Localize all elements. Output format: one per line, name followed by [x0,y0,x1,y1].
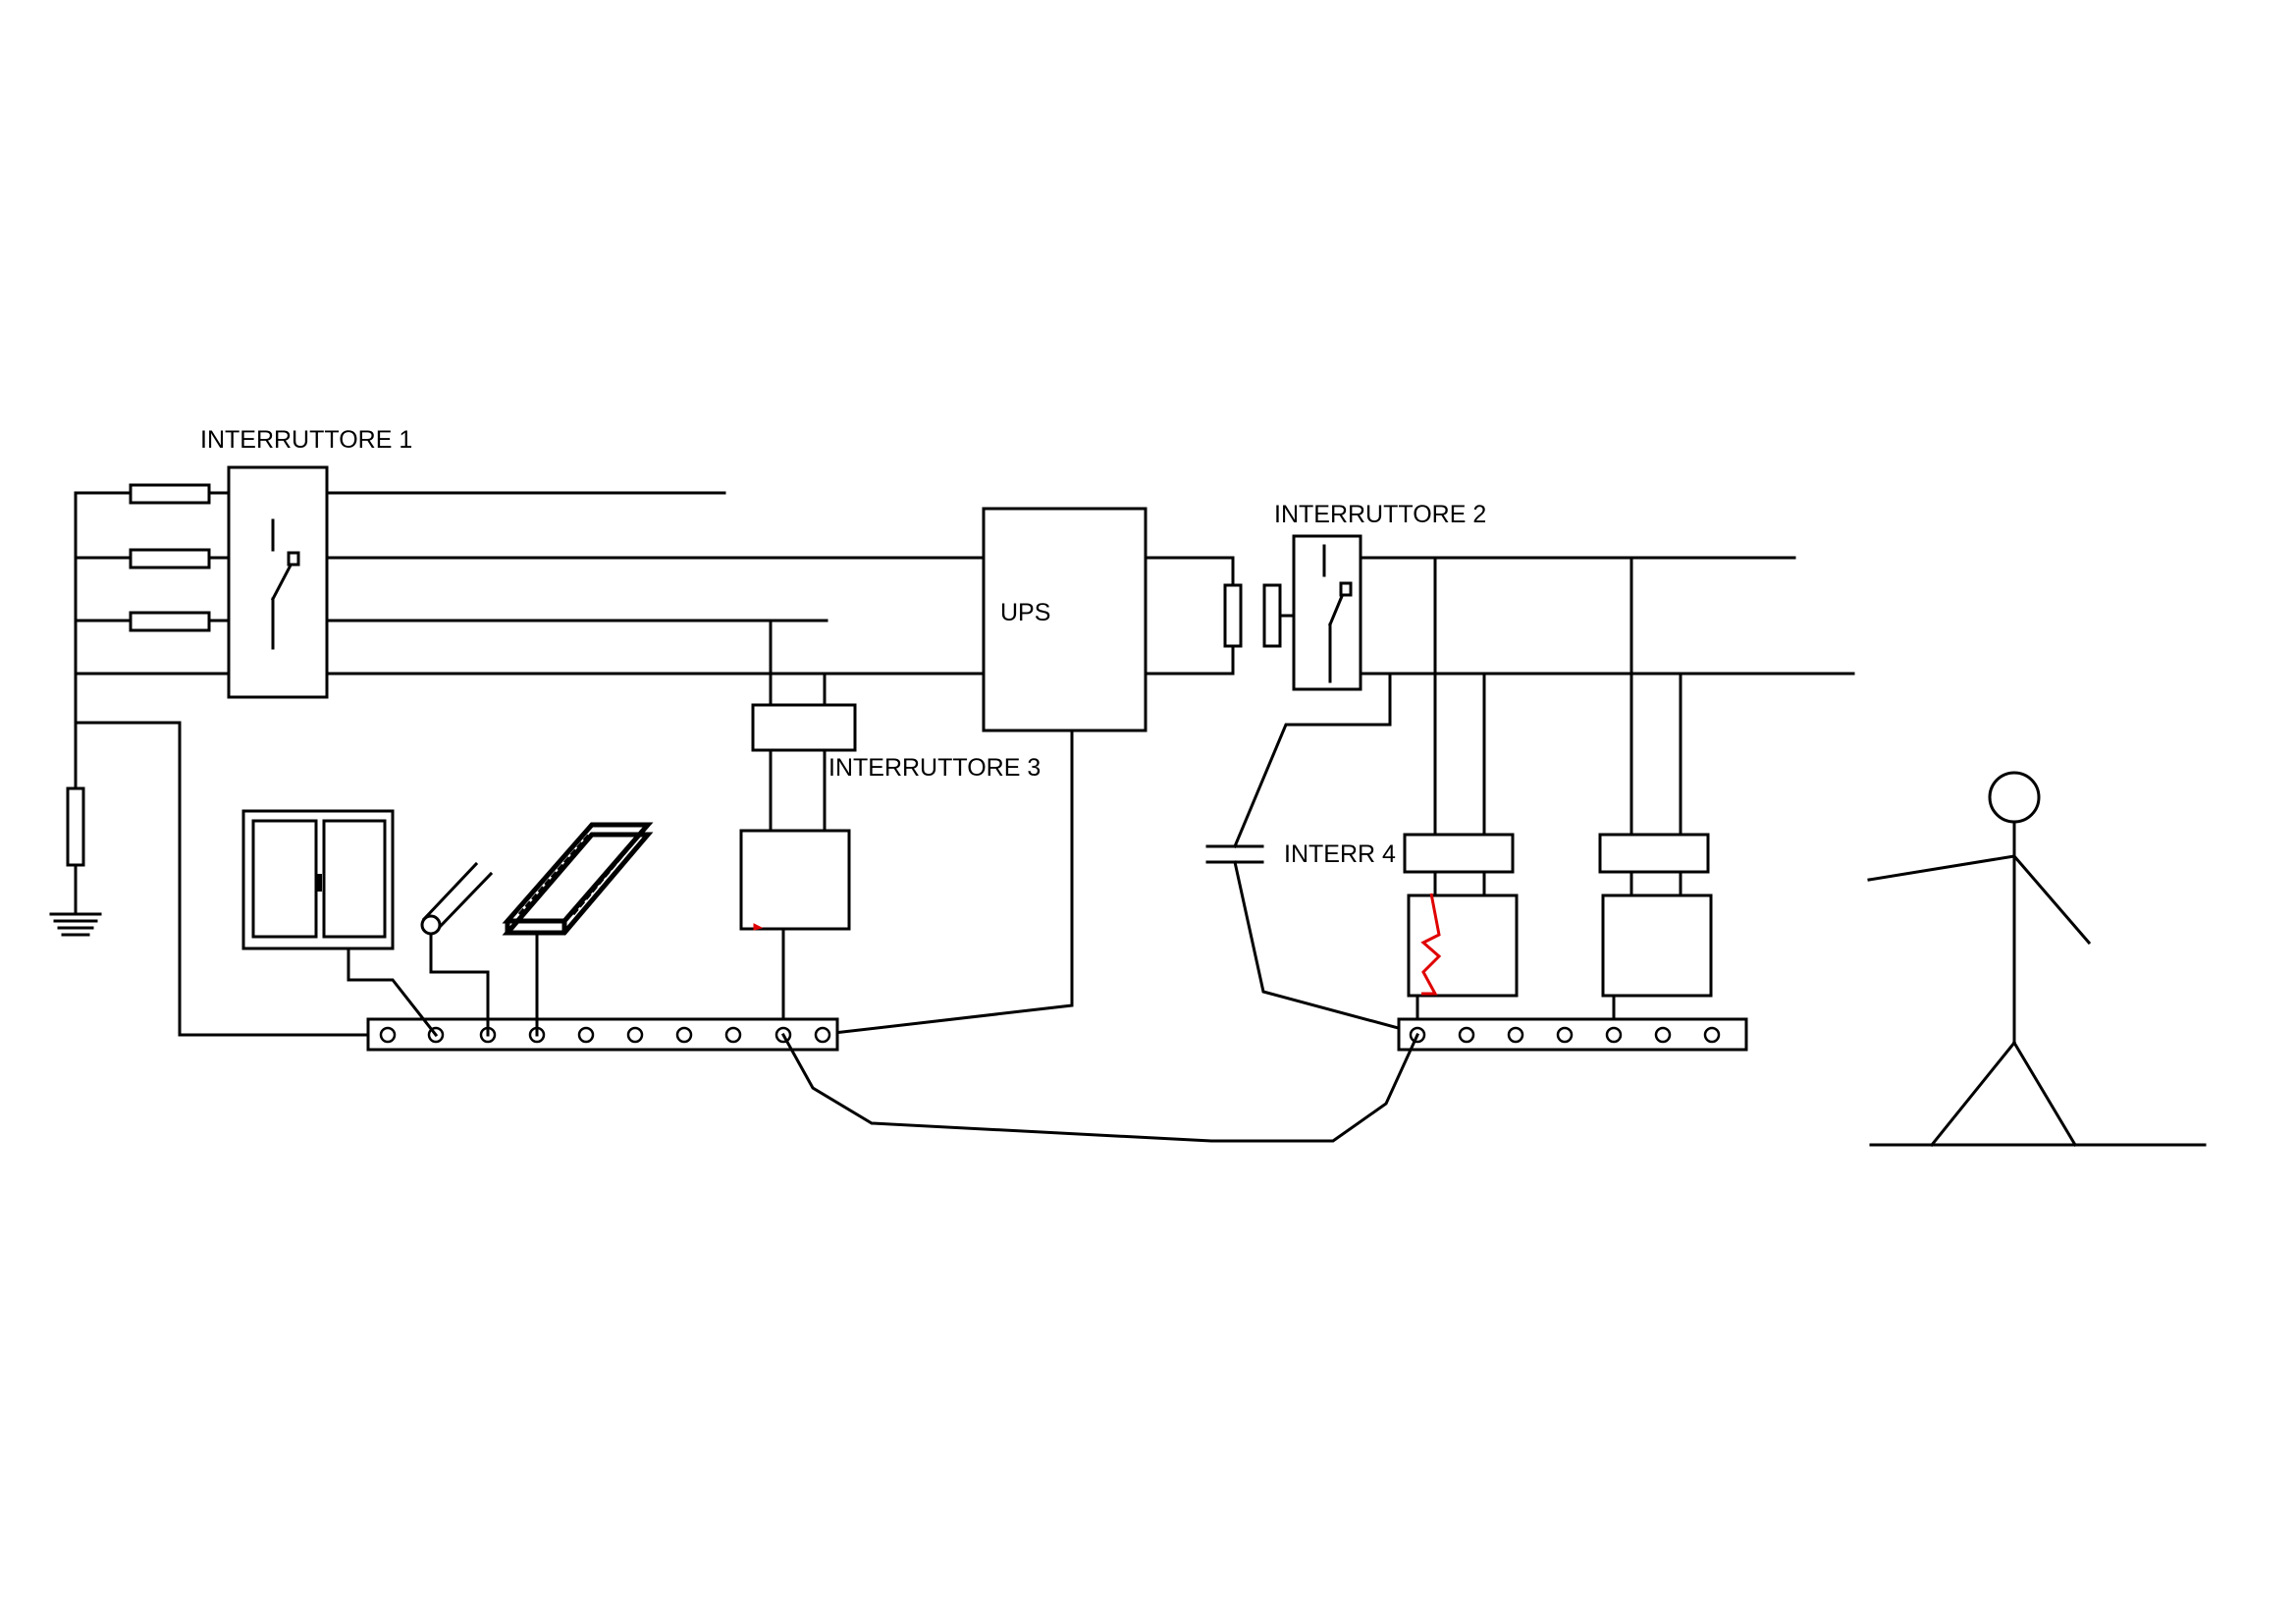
fuse-phase-1 [129,483,211,505]
fuse-phase-3 [129,611,211,632]
breaker-4 [1403,833,1515,874]
load-5 [1601,893,1713,998]
fuse-phase-2 [129,548,211,569]
breaker-2-label: INTERRUTTORE 2 [1274,501,1486,528]
main-conductors [325,491,986,676]
equipotential-bar-left [366,1017,839,1052]
equipotential-bar-right [1397,1017,1748,1052]
breaker-3-branch: INTERRUTTORE 3 [739,619,1041,1037]
earth-resistor [66,786,85,867]
metal-window-icon [241,809,439,1038]
breaker-4-branch: INTERR 4 [1284,556,1519,1037]
load-3 [739,829,851,931]
breaker-4-label: INTERR 4 [1284,840,1396,868]
breaker-1-label: INTERRUTTORE 1 [200,426,412,454]
ups-output-fuse [1223,583,1243,648]
source-feeder [49,483,370,1037]
ups-unit: UPS [832,507,1243,1035]
breaker-3-label: INTERRUTTORE 3 [828,754,1041,782]
breaker-2-input-fuse [1262,583,1282,648]
load-5-branch [1598,556,1713,1037]
person-figure-icon [1867,771,2207,1148]
fault-marker-small [753,923,764,931]
ups-label: UPS [1000,599,1050,626]
cable-tray-icon [502,822,654,1037]
bonding-conductor [780,1032,1419,1143]
metal-pipe-icon [420,861,494,1037]
breaker-2: INTERRUTTORE 2 [1205,501,1855,1035]
breaker-1: INTERRUTTORE 1 [200,426,412,699]
breaker-5 [1598,833,1710,874]
breaker-3 [751,703,857,752]
earth-ground-icon [49,912,102,937]
fault-lightning-icon [1420,893,1442,996]
